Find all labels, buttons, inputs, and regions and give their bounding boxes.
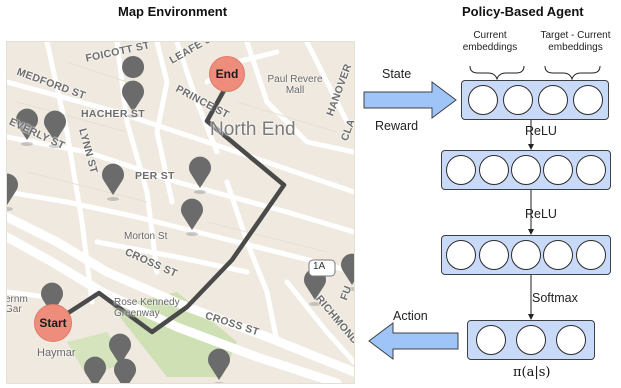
start-label: Start	[39, 316, 67, 330]
map-environment-panel[interactable]: North End MEDFORD ST FOICOTT ST LEAFE ST…	[6, 41, 355, 384]
neuron	[467, 85, 498, 115]
brace-current	[469, 65, 525, 81]
location-pin-icon	[44, 110, 66, 142]
action-label: Action	[393, 309, 428, 323]
location-pins	[122, 56, 145, 102]
start-marker[interactable]: Start	[34, 304, 72, 342]
street-label: HACHER ST	[81, 108, 145, 120]
location-pin-icon	[108, 333, 132, 365]
location-pin-icon	[122, 80, 144, 112]
location-pin-icon	[189, 156, 211, 188]
activation-label: ReLU	[525, 207, 557, 221]
pin-shadow	[49, 144, 61, 148]
neuron	[543, 155, 574, 185]
neuron	[537, 85, 568, 115]
place-label: Paul Revere Mall	[267, 74, 323, 96]
pin-shadow	[21, 142, 33, 146]
state-arrow	[363, 81, 457, 119]
location-pin-icon	[304, 268, 327, 300]
end-label: End	[215, 67, 239, 81]
neuron	[446, 240, 477, 270]
pin-icon	[122, 56, 145, 102]
end-marker[interactable]: End	[209, 56, 245, 92]
neuron	[446, 155, 477, 185]
neuron	[476, 325, 506, 355]
pin-shadow	[309, 302, 321, 306]
hidden-layer-1	[441, 150, 611, 190]
output-layer	[467, 320, 595, 360]
location-pin-icon	[341, 253, 354, 285]
brace-target	[544, 65, 601, 81]
pin-shadow	[127, 114, 139, 118]
neuron	[510, 240, 541, 270]
neuron	[478, 240, 509, 270]
street-label: PER ST	[135, 170, 175, 182]
hidden-layer-2	[441, 235, 611, 275]
neuron	[510, 155, 541, 185]
route-badge-label: 1A	[313, 261, 326, 272]
neuron	[543, 240, 574, 270]
reward-label: Reward	[375, 119, 419, 133]
pin-shadow	[186, 232, 198, 236]
route-path	[48, 82, 287, 335]
pin-shadow	[107, 197, 119, 201]
pins-group	[7, 80, 354, 383]
policy-label: π(a|s)	[513, 365, 551, 380]
location-pin-icon	[102, 163, 124, 195]
location-pin-icon	[7, 173, 18, 205]
place-label: Rose Kennedy Greenway	[114, 297, 180, 319]
location-pin-icon	[16, 108, 38, 140]
location-pin-icon	[41, 282, 63, 314]
location-pin-icon	[84, 356, 106, 383]
policy-agent-title: Policy-Based Agent	[462, 4, 584, 19]
neuron	[575, 240, 606, 270]
location-pin-icon	[114, 358, 136, 383]
route-badge-box	[308, 259, 336, 277]
pin-shadow	[7, 207, 13, 211]
neighborhood-label: North End	[210, 119, 296, 140]
activation-label: ReLU	[525, 124, 557, 138]
current-embeddings-label: Current embeddings	[462, 30, 518, 53]
action-arrow	[368, 322, 459, 360]
neuron	[502, 85, 533, 115]
pin-shadow	[194, 190, 206, 194]
pin-shadow	[213, 382, 225, 383]
map-environment-title: Map Environment	[118, 4, 228, 19]
input-layer	[461, 80, 609, 120]
neuron	[572, 85, 603, 115]
place-label: ernm Gar	[6, 294, 28, 315]
location-pin-icon	[208, 348, 230, 380]
neuron	[575, 155, 606, 185]
target-embeddings-label: Target - Current embeddings	[540, 30, 611, 53]
place-label: Haymar	[37, 347, 76, 359]
state-label: State	[382, 67, 412, 81]
neuron	[516, 325, 546, 355]
street-label: Morton St	[124, 231, 168, 242]
neuron	[556, 325, 586, 355]
pin-shadow	[346, 287, 354, 291]
location-pin-icon	[180, 198, 203, 230]
neuron	[478, 155, 509, 185]
activation-label: Softmax	[532, 291, 578, 305]
